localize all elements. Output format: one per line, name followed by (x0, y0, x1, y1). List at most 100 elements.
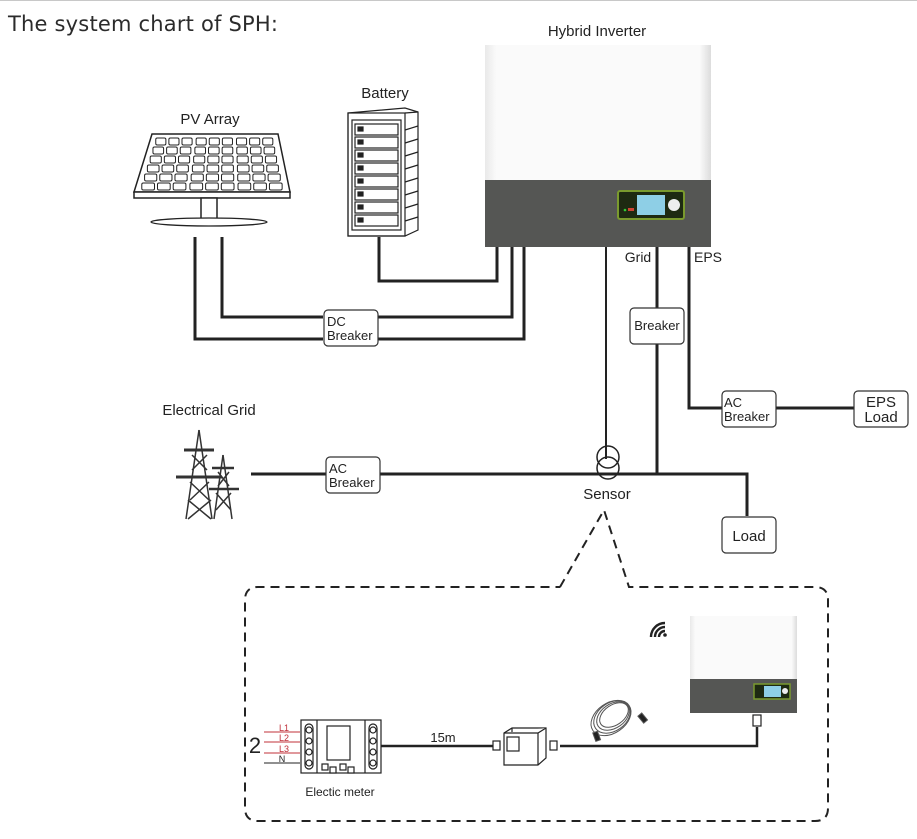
terminal-screw (305, 759, 313, 767)
meter-label: Electic meter (305, 785, 374, 799)
battery-module (354, 214, 399, 227)
solar-cell (268, 182, 283, 191)
battery-label: Battery (361, 85, 409, 102)
inverter-label: Hybrid Inverter (548, 23, 646, 40)
solar-cell (237, 173, 251, 182)
eps-load-line2: Load (864, 409, 897, 426)
solar-cell (266, 164, 279, 173)
battery-indicator (357, 191, 364, 197)
solar-cell (206, 164, 220, 173)
dc-breaker-line1: DC (327, 314, 346, 329)
ac-breaker-grid-line2: Breaker (329, 475, 375, 490)
rack-side-bar (404, 203, 419, 209)
rj45-connector-inverter (752, 714, 762, 727)
solar-cell (221, 146, 234, 155)
solar-cell (208, 146, 220, 155)
wifi-icon (649, 621, 667, 638)
solar-cell (168, 137, 180, 146)
ac-breaker-eps-line2: Breaker (724, 409, 770, 424)
solar-cell (155, 137, 167, 146)
phase-label-l3: L3 (279, 744, 289, 754)
rack-side-bar (404, 125, 419, 131)
load-wire (657, 472, 749, 516)
inverter-small (690, 616, 797, 713)
ac-breaker-grid: AC Breaker (325, 456, 381, 494)
solar-cell (156, 182, 171, 191)
battery-indicator (357, 139, 364, 145)
coiled-cable-icon (590, 699, 649, 743)
terminal-screw (305, 726, 313, 734)
grid-breaker-label: Breaker (634, 318, 680, 333)
pv-wire-positive-inv (378, 247, 514, 319)
pv-wire-negative (193, 237, 323, 341)
solar-panel-icon (132, 133, 291, 227)
eps-port-label: EPS (694, 249, 722, 265)
cable-length-label: 15m (430, 730, 455, 745)
solar-cell (149, 155, 162, 164)
solar-cell (235, 137, 248, 146)
eps-load: EPS Load (853, 390, 909, 428)
solar-cell (207, 155, 220, 164)
battery-module (354, 175, 399, 188)
grid-port-label: Grid (625, 249, 651, 265)
solar-cell (205, 182, 219, 191)
battery: Battery (347, 85, 419, 237)
battery-module (354, 136, 399, 149)
solar-cell (177, 155, 191, 164)
rack-side-bar (404, 177, 419, 183)
grid-breaker: Breaker (629, 307, 685, 345)
phase-label-l2: L2 (279, 733, 289, 743)
solar-cell (221, 164, 234, 173)
solar-cell (152, 146, 165, 155)
battery-indicator (357, 178, 364, 184)
solar-cell (221, 173, 235, 182)
solar-cell (262, 137, 274, 146)
battery-module (354, 162, 399, 175)
rj45-connector-right (549, 740, 558, 751)
solar-cell (193, 155, 206, 164)
electric-meter-icon (300, 719, 382, 774)
eps-wire (687, 247, 722, 410)
phase-label-l1: L1 (279, 723, 289, 733)
solar-cell (190, 173, 204, 182)
battery-indicator (357, 126, 364, 132)
rack-side-bar (404, 190, 419, 196)
inverter-display (617, 190, 685, 220)
terminal-screw (369, 737, 377, 745)
electrical-grid-label: Electrical Grid (162, 402, 255, 419)
phase-label-n: N (279, 754, 286, 764)
load: Load (721, 516, 777, 554)
solar-cell (194, 146, 207, 155)
pv-array: PV Array (132, 111, 291, 227)
solar-cell (221, 155, 234, 164)
solar-cell (166, 146, 178, 155)
solar-cell (172, 182, 187, 191)
battery-module (354, 188, 399, 201)
power-tower-icon (176, 429, 239, 520)
rack-side-bar (404, 216, 419, 222)
sensor-label: Sensor (583, 486, 631, 503)
phase-lines: L1 L2 L3 N (264, 723, 300, 764)
pv-array-label: PV Array (180, 111, 240, 128)
solar-cell (161, 164, 175, 173)
solar-cell (208, 137, 220, 146)
rj45-coupler (503, 727, 547, 766)
solar-cell (236, 146, 248, 155)
solar-cell (141, 182, 155, 191)
wiring (193, 237, 854, 516)
solar-cell (205, 173, 220, 182)
dc-breaker: DC Breaker (323, 309, 379, 347)
sensor-ct-icon (596, 445, 620, 480)
solar-cell (189, 182, 204, 191)
solar-cell (179, 146, 192, 155)
solar-cell (263, 146, 276, 155)
eps-load-line1: EPS (866, 394, 896, 411)
inverter-body (485, 45, 711, 181)
solar-cell (144, 173, 158, 182)
phase-count: 2 (249, 733, 261, 758)
battery-module (354, 123, 399, 136)
rj45-connector-left (492, 740, 501, 751)
hybrid-inverter: Hybrid Inverter Grid EPS (485, 23, 722, 265)
rack-side-bar (404, 138, 419, 144)
